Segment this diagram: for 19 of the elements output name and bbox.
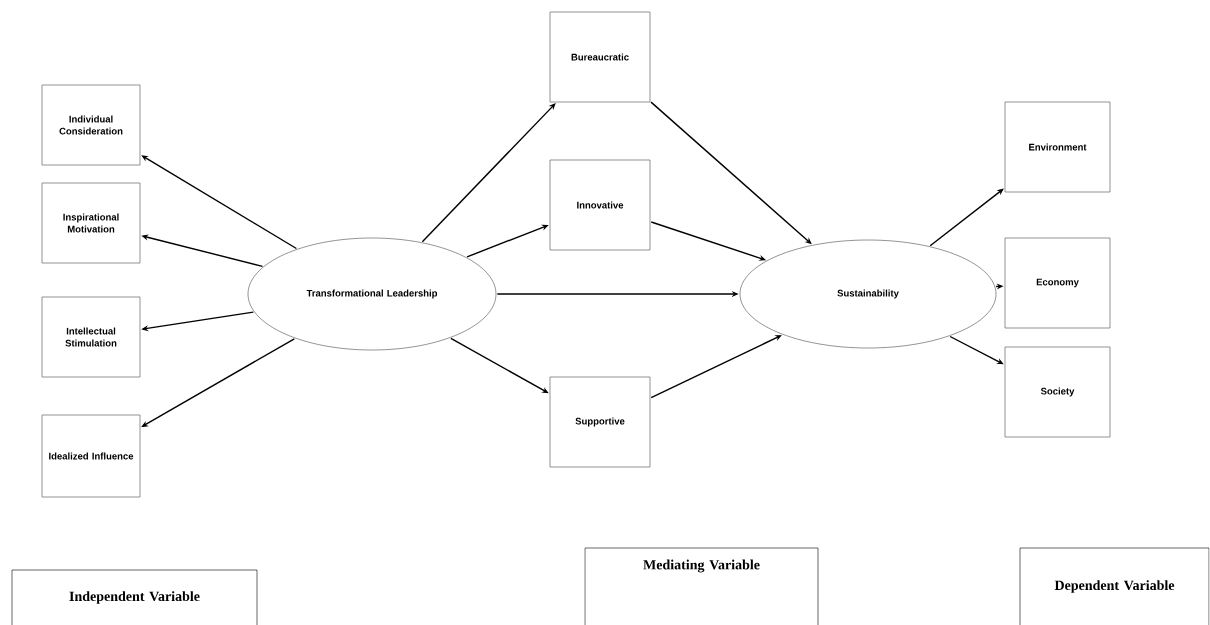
category-box: Dependent Variable	[1019, 547, 1210, 625]
arrow	[141, 155, 298, 250]
variable-box: Economy	[1004, 237, 1111, 329]
variable-box: Bureaucratic	[549, 11, 651, 103]
category-box: Mediating Variable	[584, 547, 819, 625]
variable-box: Idealized Influence	[41, 414, 141, 498]
arrow	[650, 335, 782, 399]
variable-box: Individual Consideration	[41, 84, 141, 166]
variable-box: Society	[1004, 346, 1111, 438]
variable-box: Innovative	[549, 159, 651, 251]
arrow	[929, 188, 1004, 247]
arrow	[450, 337, 549, 394]
category-box: Independent Variable	[11, 569, 258, 625]
variable-box: Environment	[1004, 101, 1111, 193]
arrow	[421, 103, 556, 243]
variable-box: Intellectual Stimulation	[41, 296, 141, 378]
variable-box: Inspirational Motivation	[41, 182, 141, 264]
arrow	[949, 335, 1004, 365]
variable-box: Supportive	[549, 376, 651, 468]
